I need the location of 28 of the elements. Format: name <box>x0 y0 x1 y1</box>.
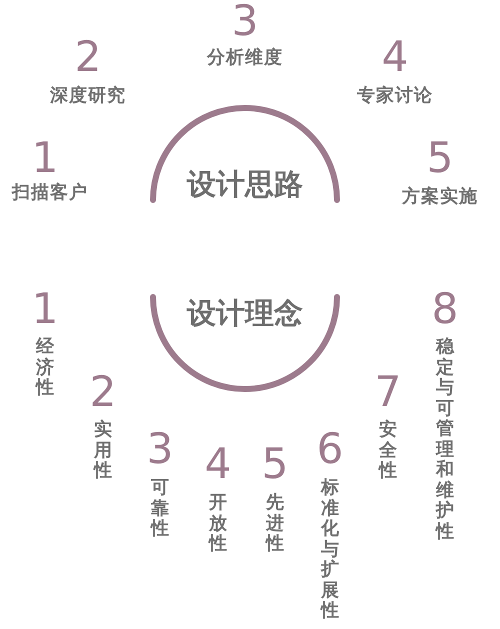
step-number: 5 <box>426 137 454 179</box>
principle-number: 2 <box>90 371 116 413</box>
principle-label: 开放性 <box>209 493 227 554</box>
step-number: 2 <box>74 36 102 78</box>
principle-label: 安全性 <box>379 420 397 482</box>
principle-label: 先进性 <box>266 493 284 554</box>
step-number: 1 <box>32 137 58 179</box>
principle-number: 1 <box>32 288 58 330</box>
step-label: 方案实施 <box>402 187 478 207</box>
principle-number: 4 <box>204 443 232 485</box>
principle-number: 8 <box>432 288 458 330</box>
step-number: 3 <box>232 0 258 42</box>
step-label: 分析维度 <box>207 48 283 68</box>
principle-label: 稳定与可管理和维护性 <box>436 337 454 542</box>
step-label: 专家讨论 <box>357 86 433 106</box>
principle-number: 3 <box>146 428 174 470</box>
principle-label: 标准化与扩展性 <box>321 478 339 622</box>
principle-number: 7 <box>374 371 402 413</box>
principle-label: 实用性 <box>94 420 112 482</box>
principle-label: 可靠性 <box>151 478 169 540</box>
principle-label: 经济性 <box>36 337 54 398</box>
principle-number: 6 <box>316 428 344 470</box>
section-heading: 设计理念 <box>187 298 303 330</box>
section-heading: 设计思路 <box>187 169 303 201</box>
principle-number: 5 <box>262 443 288 485</box>
step-label: 扫描客户 <box>12 183 88 203</box>
step-number: 4 <box>382 36 408 78</box>
step-label: 深度研究 <box>50 86 126 106</box>
